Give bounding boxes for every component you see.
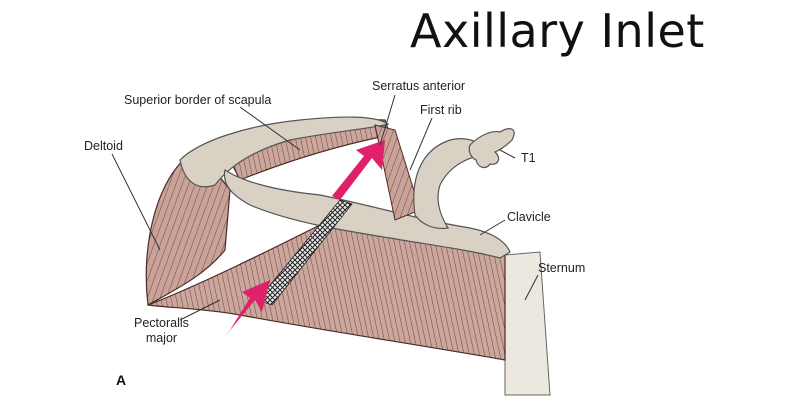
label-serratus-anterior: Serratus anterior (372, 79, 466, 93)
t1-vertebra (468, 128, 515, 169)
label-t1: T1 (521, 151, 536, 165)
label-sternum: Sternum (538, 261, 586, 275)
leader-pectoralis (179, 299, 221, 321)
upper-arrow (332, 140, 385, 200)
label-first-rib: First rib (420, 103, 462, 117)
leader-deltoid (111, 153, 161, 251)
leader-t1 (499, 149, 516, 159)
label-pectoralis: Pectoralis major (134, 316, 189, 346)
neurovascular-bundle (257, 199, 353, 306)
label-deltoid: Deltoid (84, 139, 123, 153)
label-pectoralis-line2: major (145, 331, 178, 345)
label-clavicle: Clavicle (507, 210, 551, 224)
clavicle-bone (223, 169, 511, 259)
panel-letter: A (116, 372, 127, 388)
label-superior-border-scapula: Superior border of scapula (124, 93, 272, 107)
lower-arrow (222, 280, 270, 340)
leader-scapula (239, 106, 301, 151)
leader-sternum (524, 274, 539, 301)
acromion-bone (179, 116, 390, 188)
label-pectoralis-line1: Pectoralis (134, 316, 189, 330)
leader-clavicle (479, 219, 506, 236)
first-rib-bone (413, 138, 491, 230)
leader-first-rib (409, 117, 433, 171)
diagram-title: Axillary Inlet (410, 4, 705, 58)
leader-serratus (379, 94, 396, 146)
